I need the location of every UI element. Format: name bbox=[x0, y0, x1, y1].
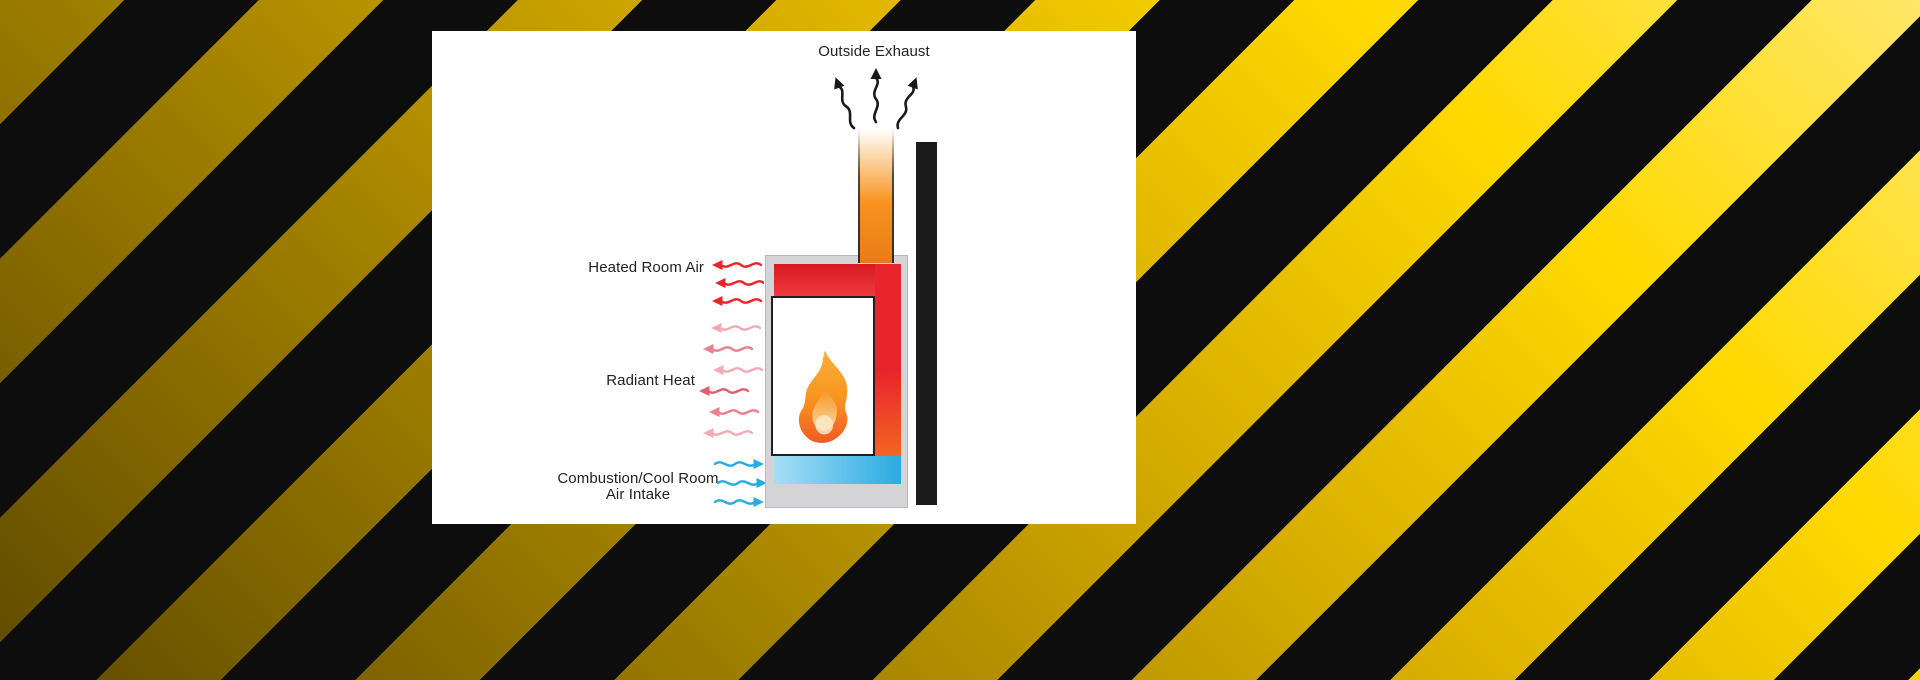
label-combustion-intake-line1: Combustion/Cool Room bbox=[557, 470, 719, 487]
label-combustion-intake: Combustion/Cool Room Air Intake bbox=[528, 471, 748, 503]
exhaust-arrows-icon bbox=[830, 66, 922, 132]
label-outside-exhaust: Outside Exhaust bbox=[818, 43, 930, 60]
radiant-heat-arrows-icon bbox=[697, 321, 764, 440]
stove-body bbox=[765, 255, 908, 508]
label-combustion-intake-line2: Air Intake bbox=[605, 486, 671, 503]
cool-air-intake-channel bbox=[774, 456, 901, 484]
flame-icon bbox=[798, 350, 848, 443]
heated-room-air-arrows-icon bbox=[710, 258, 764, 308]
chimney-flue bbox=[858, 129, 894, 263]
hot-air-channel-right bbox=[875, 264, 901, 456]
intake-arrows-icon bbox=[713, 457, 768, 509]
diagram-panel: Outside Exhaust bbox=[432, 31, 1136, 524]
label-radiant-heat: Radiant Heat bbox=[606, 372, 695, 389]
label-heated-room-air: Heated Room Air bbox=[588, 259, 704, 276]
exterior-wall bbox=[916, 142, 937, 505]
firebox bbox=[771, 296, 875, 456]
